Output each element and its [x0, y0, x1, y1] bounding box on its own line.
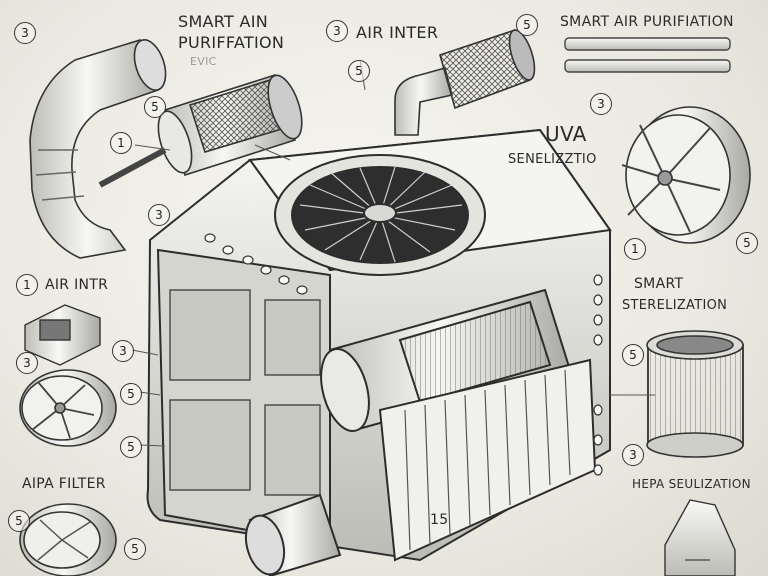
- label-unit-number: 15: [430, 512, 449, 528]
- callout-marker: 3: [112, 340, 134, 362]
- callout-marker: 5: [120, 383, 142, 405]
- purifier-main-unit: [146, 128, 612, 576]
- label-uva: UVA: [545, 122, 587, 146]
- label-faint-sub: EVIC: [190, 55, 217, 68]
- hepa-cylinder-illustration: [646, 330, 744, 458]
- callout-marker: 3: [14, 22, 36, 44]
- callout-marker: 3: [590, 93, 612, 115]
- callout-marker: 5: [516, 14, 538, 36]
- bottom-disc-illustration: [19, 503, 117, 576]
- callout-marker: 3: [326, 20, 348, 42]
- small-box-illustration: [664, 499, 736, 576]
- bent-duct-illustration: [29, 39, 167, 259]
- label-air-inter-top: AIR INTER: [356, 23, 439, 42]
- callout-marker: 1: [110, 132, 132, 154]
- callout-marker: 5: [736, 232, 758, 254]
- label-hepa: HEPA SEULIZATION: [632, 477, 751, 491]
- label-sterilization: STERELIZATION: [622, 298, 728, 313]
- label-purification: PURIFFATION: [178, 33, 285, 52]
- mesh-cylinder-illustration: [98, 73, 303, 188]
- callout-marker: 5: [124, 538, 146, 560]
- fan-wheel-left-illustration: [19, 369, 117, 447]
- label-senelizatio: SENELIZZTIO: [508, 152, 597, 167]
- small-module-illustration: [24, 304, 101, 366]
- callout-marker: 1: [16, 274, 38, 296]
- intake-pipe-illustration: [394, 28, 536, 136]
- filter-bars-illustration: [564, 37, 731, 73]
- callout-marker: 5: [8, 510, 30, 532]
- callout-marker: 1: [624, 238, 646, 260]
- label-smart-right: SMART: [634, 276, 684, 292]
- label-smart-air: SMART AIN: [178, 12, 269, 31]
- callout-marker: 3: [16, 352, 38, 374]
- callout-marker: 5: [120, 436, 142, 458]
- fan-wheel-right-illustration: [621, 106, 751, 244]
- callout-marker: 5: [622, 344, 644, 366]
- label-air-intr-left: AIR INTR: [45, 277, 109, 293]
- callout-marker: 5: [348, 60, 370, 82]
- label-smart-air-purification-top: SMART AIR PURIFIATION: [560, 14, 734, 30]
- callout-marker: 3: [148, 204, 170, 226]
- callout-marker: 3: [622, 444, 644, 466]
- label-aipa-filter: AIPA FILTER: [22, 476, 106, 492]
- callout-marker: 5: [144, 96, 166, 118]
